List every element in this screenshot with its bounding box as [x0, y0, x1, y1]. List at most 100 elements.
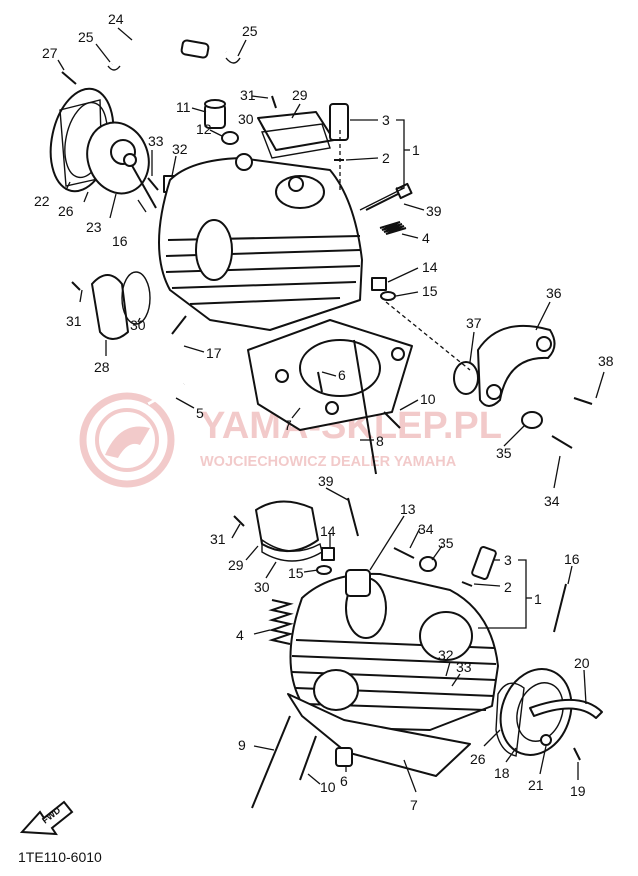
lower-fin-2	[291, 655, 497, 665]
label-lower-29: 29	[228, 557, 244, 573]
leader-l35	[431, 545, 443, 561]
stud-9	[251, 715, 291, 809]
head-fin-3	[165, 265, 361, 273]
label-upper-39: 39	[426, 203, 442, 219]
stud-6-upper	[317, 371, 323, 393]
label-upper-38: 38	[598, 353, 614, 369]
label-lower-39: 39	[318, 473, 334, 489]
label-lower-18: 18	[494, 765, 510, 781]
gasket-hole-b	[391, 347, 405, 361]
fitting-13	[345, 569, 371, 597]
leader-u24	[117, 27, 133, 41]
label-lower-15: 15	[288, 565, 304, 581]
bolt-16-head	[123, 153, 137, 167]
leader-l21	[539, 745, 547, 775]
label-upper-2: 2	[382, 150, 390, 166]
label-upper-37: 37	[466, 315, 482, 331]
label-upper-15: 15	[422, 283, 438, 299]
cylinder-head-upper	[158, 157, 363, 331]
bolt-31-top	[271, 95, 277, 109]
label-lower-10: 10	[320, 779, 336, 795]
dowel-6-lower	[335, 747, 353, 767]
screw-27	[61, 71, 77, 85]
nut-14-lower	[321, 547, 335, 561]
label-upper-25a: 25	[78, 29, 94, 45]
bracket-hole-b	[486, 384, 502, 400]
head-fin-5	[189, 297, 341, 305]
label-upper-3: 3	[382, 112, 390, 128]
leader-l7	[403, 759, 417, 793]
label-lower-14: 14	[320, 523, 336, 539]
leader-u37	[469, 331, 475, 363]
leader-u39	[403, 203, 425, 211]
hose-clip-right	[225, 57, 241, 64]
leader-l20	[583, 669, 587, 705]
bolt-34-lower	[393, 547, 415, 559]
label-lower-2: 2	[504, 579, 512, 595]
gasket-30-top	[261, 123, 331, 159]
washer-12	[221, 131, 239, 145]
label-lower-34: 34	[418, 521, 434, 537]
leader-u1-b	[359, 187, 405, 211]
leader-u25a	[95, 43, 111, 63]
label-lower-26: 26	[470, 751, 486, 767]
bracket-u1	[396, 119, 405, 189]
hose-20	[529, 698, 603, 719]
upper-assembly	[49, 37, 593, 475]
leader-u32	[171, 155, 177, 177]
bolt-38	[573, 397, 593, 405]
label-upper-16: 16	[112, 233, 128, 249]
leader-u7	[291, 407, 301, 419]
label-upper-1: 1	[412, 142, 420, 158]
washer-15-upper	[380, 291, 396, 301]
label-upper-6: 6	[338, 367, 346, 383]
label-lower-19: 19	[570, 783, 586, 799]
leader-u10	[399, 399, 419, 411]
label-upper-26: 26	[58, 203, 74, 219]
label-upper-31a: 31	[240, 87, 256, 103]
label-lower-9: 9	[238, 737, 246, 753]
label-upper-12: 12	[196, 121, 212, 137]
label-lower-35: 35	[438, 535, 454, 551]
leader-u34	[553, 455, 561, 489]
label-upper-25b: 25	[242, 23, 258, 39]
spark-plug-lower	[347, 497, 359, 537]
label-upper-36: 36	[546, 285, 562, 301]
label-upper-4: 4	[422, 230, 430, 246]
leader-u31b	[79, 289, 83, 303]
fitting-11-top	[204, 99, 226, 109]
collar-37	[453, 361, 479, 395]
washer-35-upper	[521, 411, 543, 429]
label-upper-34: 34	[544, 493, 560, 509]
label-upper-14: 14	[422, 259, 438, 275]
leader-l10	[307, 773, 321, 785]
valve-cover-29-lower	[255, 500, 319, 552]
bolt-31-left	[71, 281, 81, 291]
gasket-30-left	[121, 271, 151, 325]
cotter-2-lower	[461, 581, 473, 587]
leader-u17	[183, 345, 205, 353]
leader-u35	[503, 425, 525, 447]
leader-l33	[451, 673, 461, 687]
diagram-code: 1TE110-6010	[18, 849, 102, 865]
stud-10-upper	[383, 411, 401, 429]
label-lower-33: 33	[456, 659, 472, 675]
bolt-34-upper	[551, 435, 573, 449]
watermark-logo-inner	[95, 408, 159, 472]
leader-u30a	[257, 117, 265, 131]
label-lower-4: 4	[236, 627, 244, 643]
leader-u30b	[137, 317, 141, 323]
leader-l18	[505, 747, 517, 763]
leader-u31a	[251, 95, 269, 99]
label-lower-20: 20	[574, 655, 590, 671]
label-upper-8: 8	[376, 433, 384, 449]
label-lower-21: 21	[528, 777, 544, 793]
label-upper-33: 33	[148, 133, 164, 149]
label-upper-32: 32	[172, 141, 188, 157]
leader-u4	[401, 233, 419, 239]
label-upper-7: 7	[284, 417, 292, 433]
tappet-cap-3	[329, 103, 349, 141]
label-upper-11: 11	[176, 99, 191, 115]
watermark-logo-mark	[105, 426, 150, 458]
